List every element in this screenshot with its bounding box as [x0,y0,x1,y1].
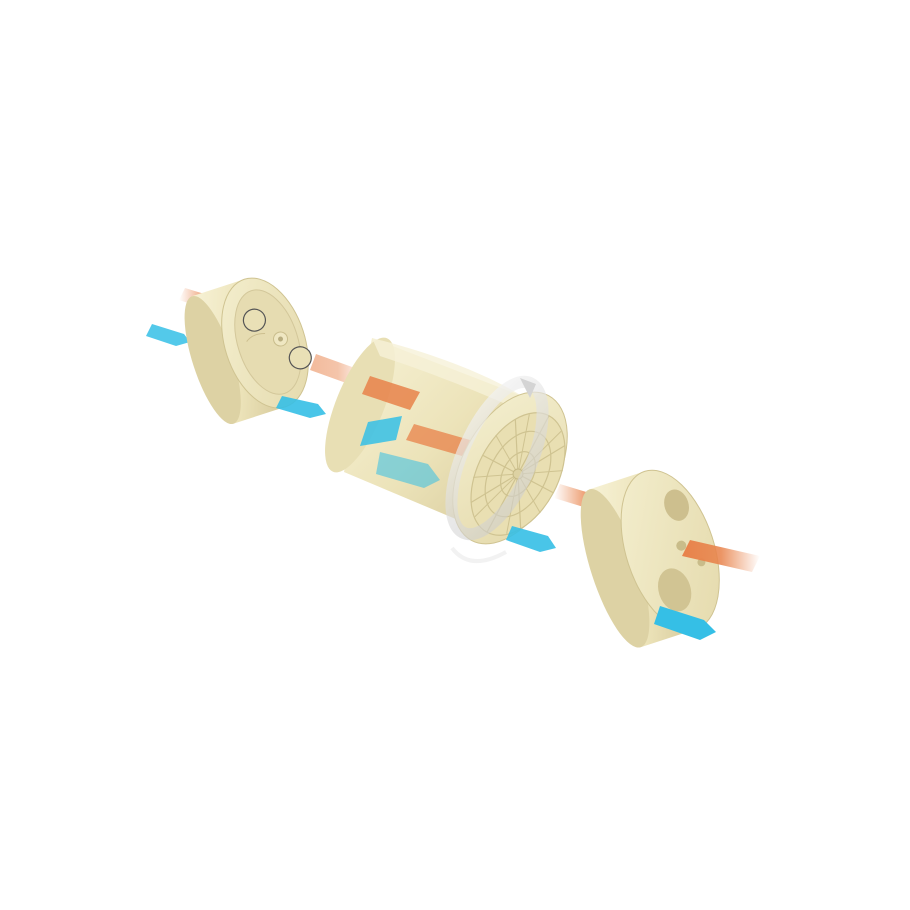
cool-flow-segment-left-cap [276,396,326,418]
left-cap-port-upper [242,308,267,332]
right-cap-port-lower [657,568,692,612]
cool-flow-segment-rotor-upper [360,416,402,446]
warm-flow-segment-rotor-mid [406,424,470,456]
cool-flow-segment-rotor-lower [376,452,440,488]
left-cap-port-lower [288,346,312,370]
rotor-shadow-ring [450,546,507,564]
cool-flow-arrow-right [654,606,716,640]
warm-flow-segment-rotor-upper [362,376,420,410]
right-cap-port-upper [664,489,690,521]
rotation-arrow-icon [445,375,549,541]
warm-flow-arrow-right [682,540,760,572]
cool-flow-segment-right-gap [506,526,556,552]
cool-flow-arrow-left [146,324,190,346]
right-end-cap [580,469,720,648]
left-end-cap [184,277,312,425]
